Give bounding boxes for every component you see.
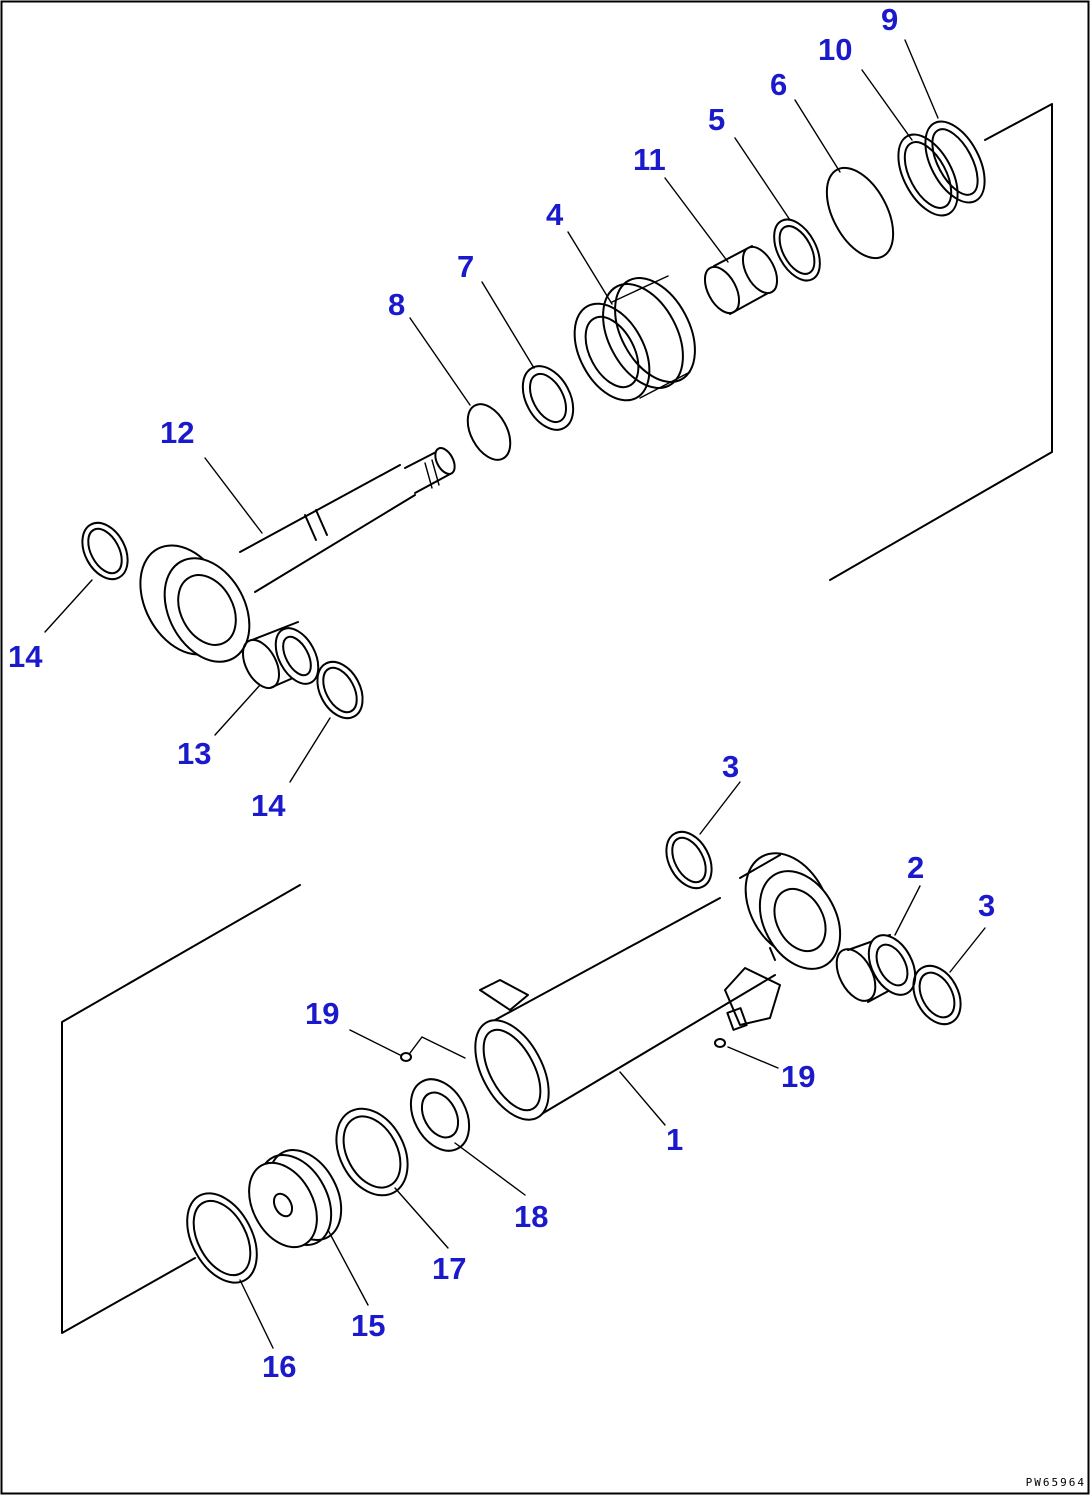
part-7-ring [521, 365, 575, 431]
document-id: PW65964 [1026, 1476, 1086, 1489]
part-6-o-ring [825, 166, 895, 260]
callout-10: 10 [818, 32, 852, 67]
callout-1: 1 [666, 1122, 683, 1157]
leader-lines [44, 39, 986, 1349]
part-3-ring-upper [665, 830, 713, 890]
callout-12: 12 [160, 415, 194, 450]
part-17-ring [335, 1107, 409, 1197]
callout-5: 5 [708, 102, 725, 137]
part-19-fitting-left [400, 1052, 412, 1062]
part-18-nut [409, 1078, 471, 1152]
part-12-piston-rod [139, 447, 456, 663]
callout-3-upper: 3 [722, 749, 739, 784]
callout-18: 18 [514, 1199, 548, 1234]
callout-14-upper: 14 [8, 639, 43, 674]
callout-3-right: 3 [978, 888, 995, 923]
part-5-ring [773, 218, 821, 282]
callout-15: 15 [351, 1308, 385, 1343]
part-2-bushing [835, 934, 917, 1003]
callout-19-left: 19 [305, 996, 339, 1031]
callout-17: 17 [432, 1251, 466, 1286]
callout-2: 2 [907, 850, 924, 885]
callout-16: 16 [262, 1349, 296, 1384]
part-11-bushing [703, 245, 779, 315]
upper-assembly-bracket [829, 103, 1053, 581]
part-10-ring [897, 133, 959, 217]
callout-4: 4 [546, 197, 564, 232]
part-16-ring [186, 1192, 258, 1284]
lower-assembly-bracket [61, 884, 301, 1334]
part-14-ring-lower [316, 660, 364, 720]
callout-13: 13 [177, 736, 211, 771]
callout-19-right: 19 [781, 1059, 815, 1094]
part-9-ring [924, 120, 986, 204]
part-8-snap-ring [466, 403, 512, 461]
callout-9: 9 [881, 2, 898, 37]
callout-6: 6 [770, 67, 787, 102]
part-3-ring-right [912, 964, 962, 1026]
callout-11: 11 [633, 142, 666, 177]
part-14-ring-upper [81, 521, 129, 581]
part-1-cylinder-tube [474, 852, 842, 1121]
part-13-bushing [241, 621, 320, 690]
part-15-piston [248, 1149, 343, 1249]
part-19-fitting-right [714, 1038, 726, 1048]
part-4-cylinder-head [573, 275, 696, 402]
callout-8: 8 [388, 287, 405, 322]
callout-7: 7 [457, 249, 474, 284]
callout-14-lower: 14 [251, 788, 286, 823]
fitting-leader [409, 1036, 466, 1059]
